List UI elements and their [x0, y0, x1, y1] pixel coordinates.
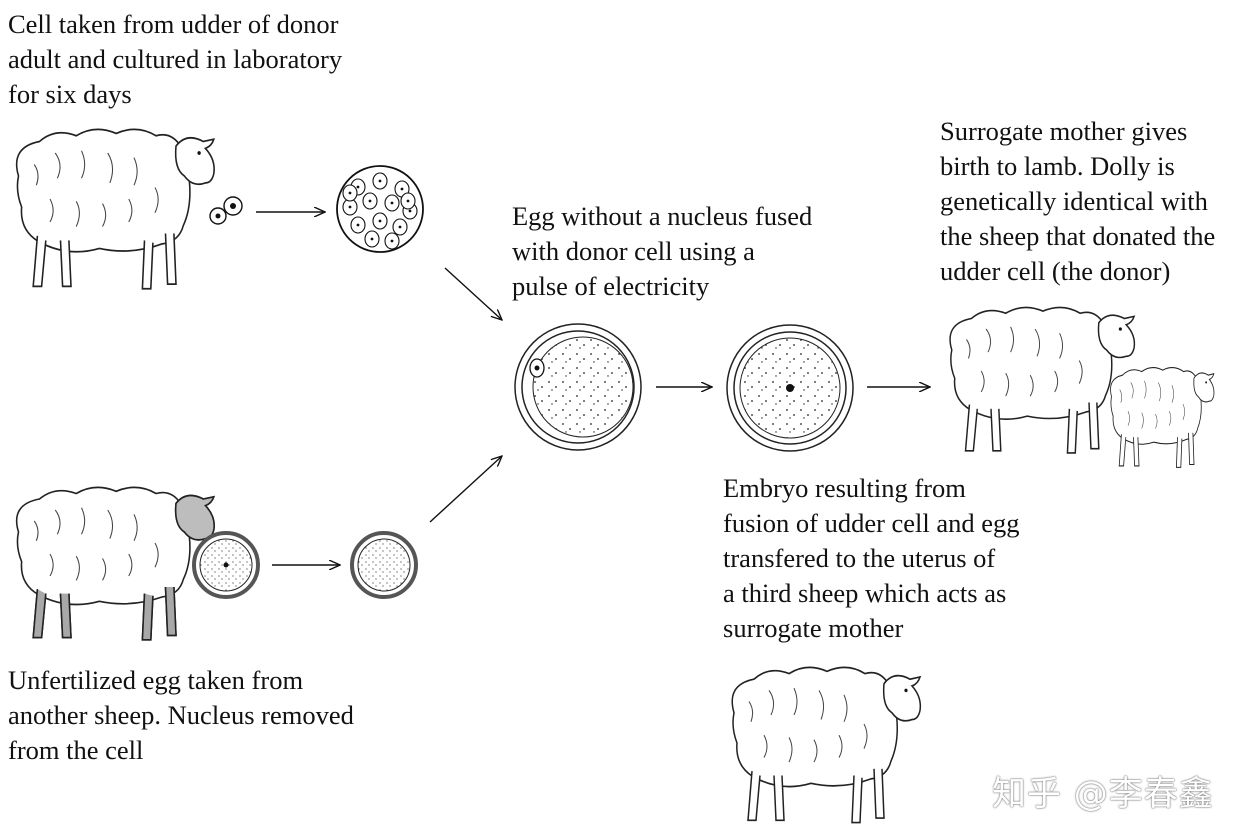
- label-line: the sheep that donated the: [940, 221, 1216, 251]
- label-line: Unfertilized egg taken from: [8, 665, 304, 695]
- egg-donor-sheep: [15, 486, 215, 641]
- cell-nucleus: [378, 219, 382, 223]
- cell-nucleus: [378, 179, 382, 183]
- cell-nucleus: [390, 239, 394, 243]
- label-line: fusion of udder cell and egg: [723, 508, 1020, 538]
- udder-cells: [209, 196, 243, 225]
- label-line: adult and cultured in laboratory: [8, 44, 343, 74]
- lamb-dolly: [1109, 367, 1215, 468]
- label-line: birth to lamb. Dolly is: [940, 151, 1175, 181]
- cell-nucleus: [390, 201, 394, 205]
- surrogate-mother-sheep: [949, 306, 1136, 454]
- label-embryo: Embryo resulting from fusion of udder ce…: [723, 471, 1020, 646]
- fused-egg: [514, 323, 642, 451]
- cell-nucleus: [406, 199, 410, 203]
- cell-nucleus: [398, 225, 402, 229]
- cell-nucleus: [370, 237, 374, 241]
- label-line: a third sheep which acts as: [723, 578, 1007, 608]
- cell-nucleus: [356, 223, 360, 227]
- label-line: another sheep. Nucleus removed: [8, 700, 354, 730]
- cell-nucleus: [400, 187, 404, 191]
- label-birth: Surrogate mother gives birth to lamb. Do…: [940, 114, 1215, 289]
- arrow: [429, 456, 502, 523]
- label-line: Egg without a nucleus fused: [512, 201, 813, 231]
- label-line: for six days: [8, 79, 132, 109]
- cell-nucleus: [356, 185, 360, 189]
- watermark: 知乎 @李春鑫: [992, 774, 1214, 814]
- third-sheep: [731, 666, 922, 824]
- cell-nucleus: [348, 191, 352, 195]
- label-line: pulse of electricity: [512, 271, 710, 301]
- cell-nucleus: [408, 209, 412, 213]
- label-line: from the cell: [8, 735, 144, 765]
- label-line: Embryo resulting from: [723, 473, 966, 503]
- cell-nucleus: [368, 199, 372, 203]
- label-egg-donor: Unfertilized egg taken from another shee…: [8, 663, 354, 768]
- label-line: transfered to the uterus of: [723, 543, 996, 573]
- label-fusion: Egg without a nucleus fused with donor c…: [512, 199, 812, 304]
- label-donor-cell: Cell taken from udder of donor adult and…: [8, 7, 342, 112]
- enucleated-egg: [350, 531, 418, 599]
- label-line: Cell taken from udder of donor: [8, 9, 339, 39]
- label-line: genetically identical with: [940, 186, 1208, 216]
- label-line: udder cell (the donor): [940, 256, 1171, 286]
- embryo: [726, 324, 854, 452]
- donor-sheep: [15, 128, 216, 290]
- arrows: [256, 212, 930, 565]
- culture-dish: [336, 165, 424, 253]
- label-line: Surrogate mother gives: [940, 116, 1188, 146]
- cell-nucleus: [348, 205, 352, 209]
- label-line: surrogate mother: [723, 613, 904, 643]
- arrow: [444, 267, 502, 320]
- unfertilized-egg: [192, 531, 260, 599]
- label-line: with donor cell using a: [512, 236, 755, 266]
